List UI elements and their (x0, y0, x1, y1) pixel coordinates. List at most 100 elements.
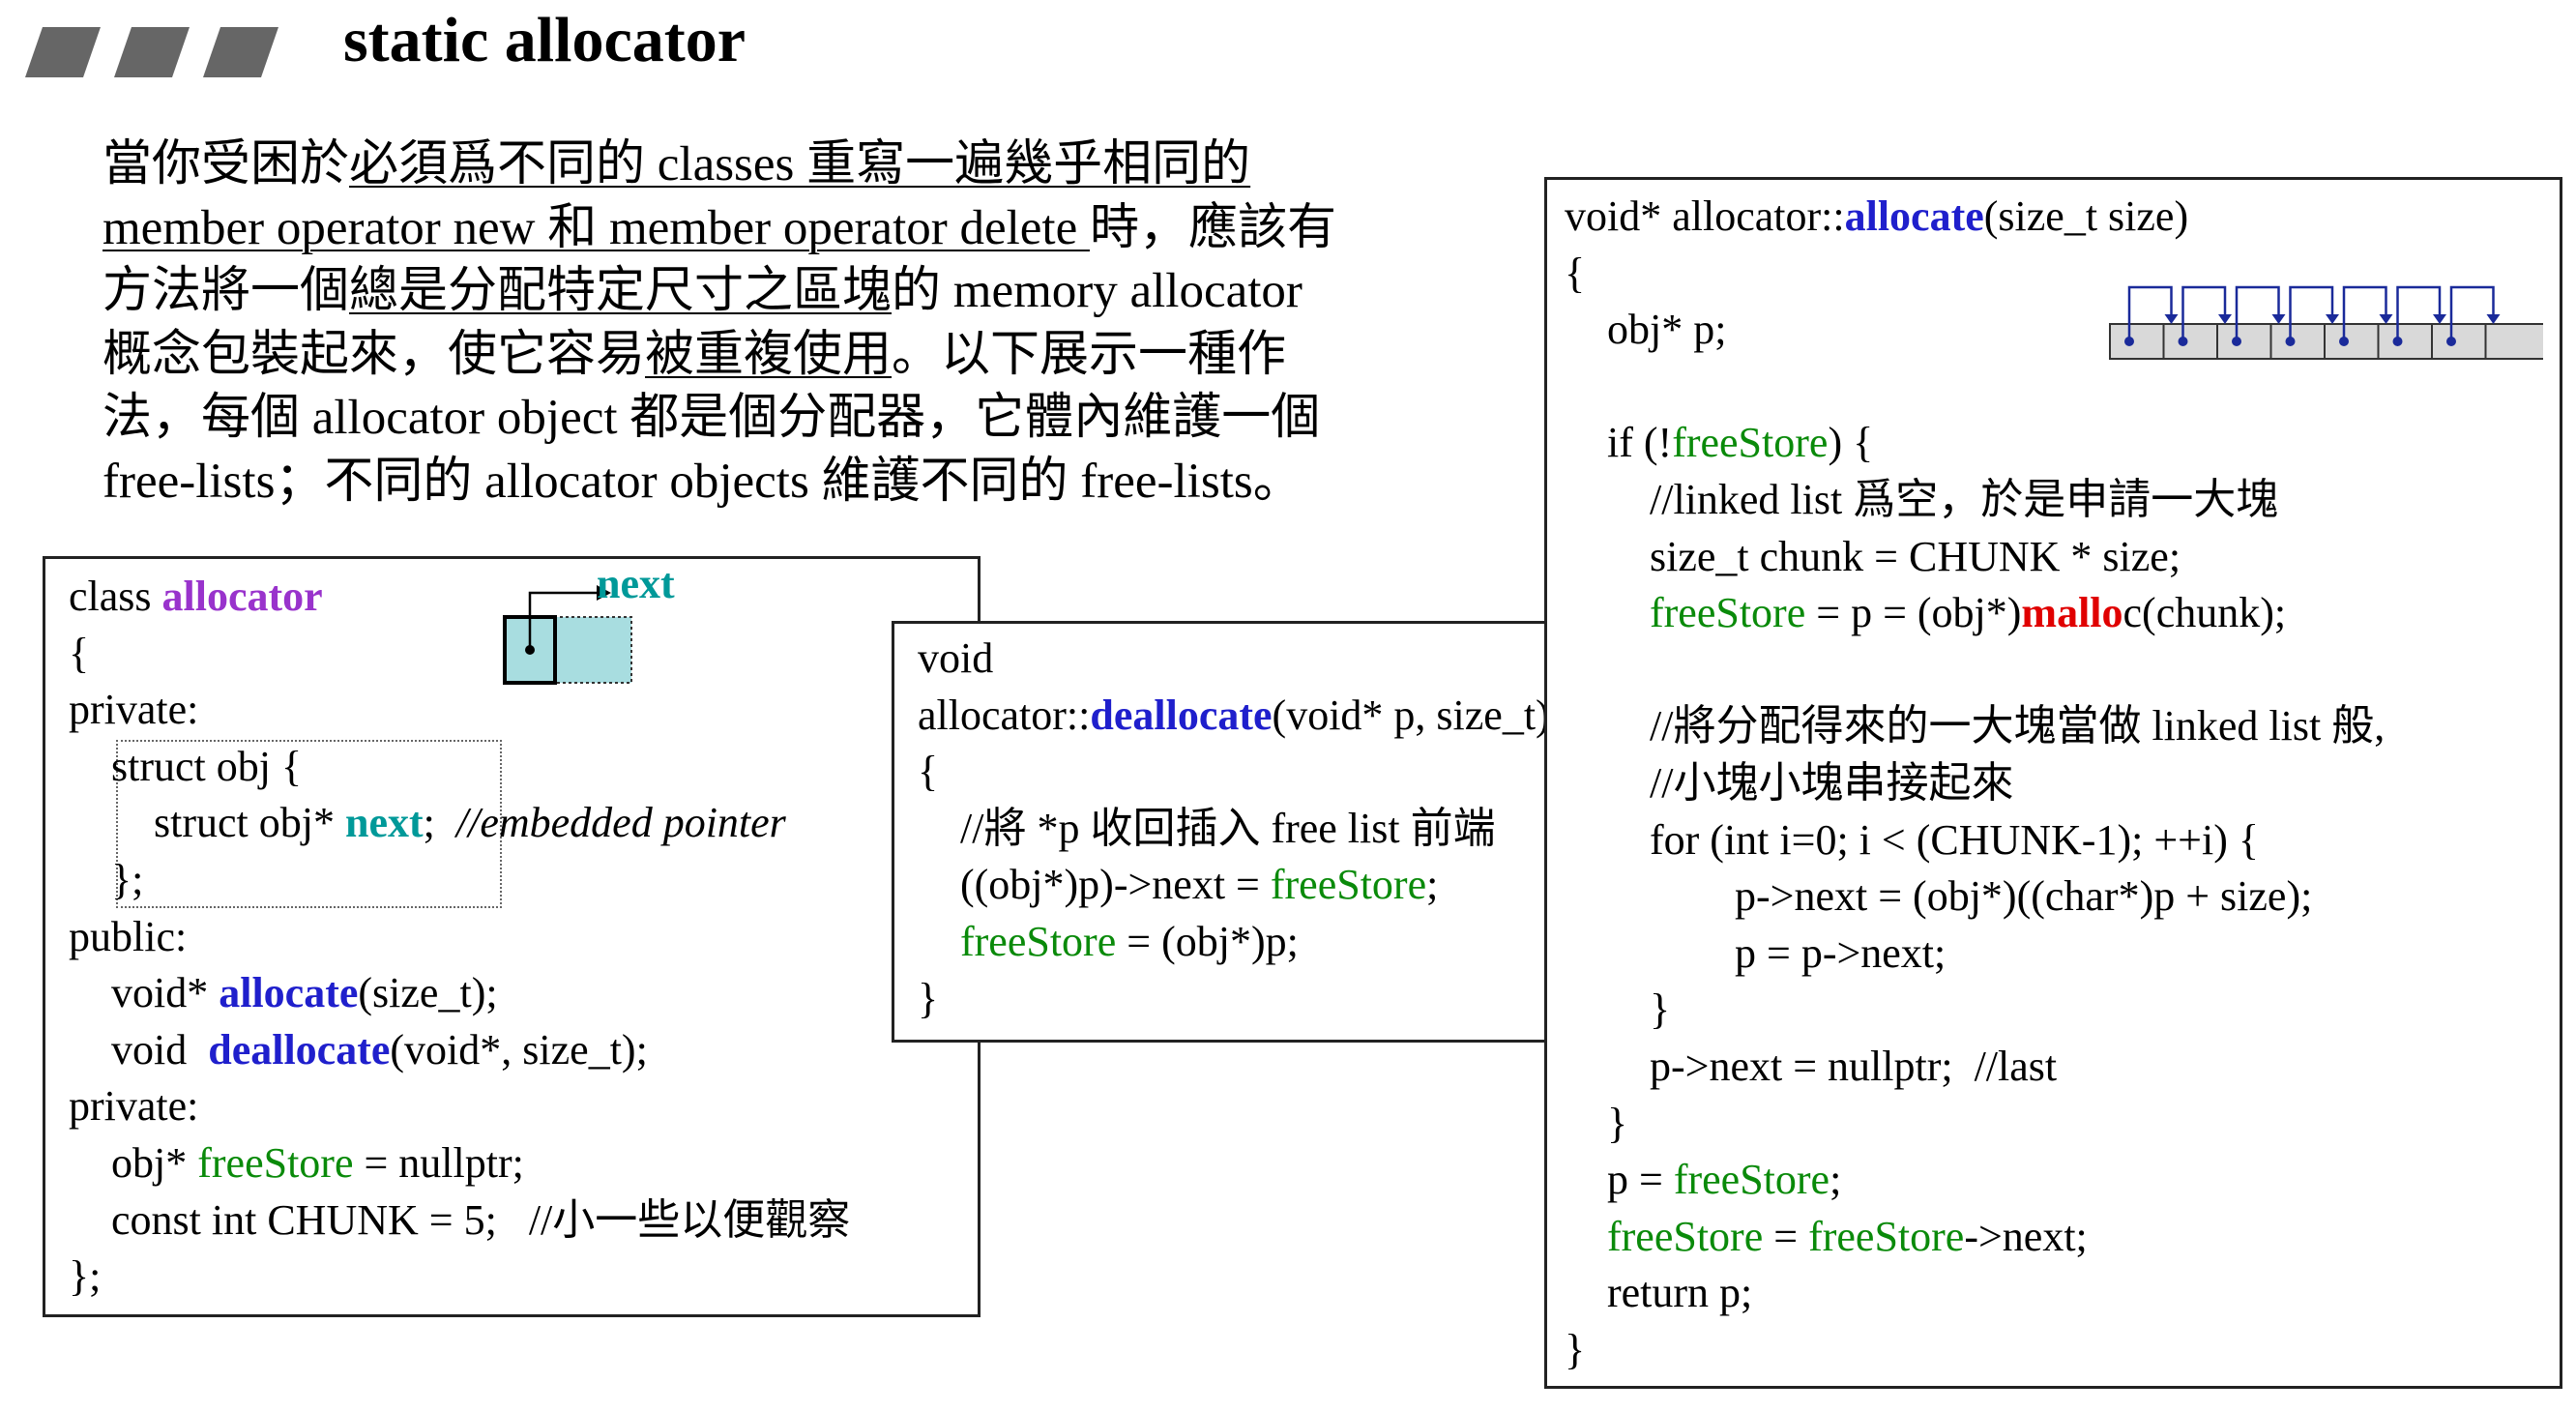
list-cell (2377, 323, 2433, 360)
text-segment: mallo (2021, 589, 2123, 637)
code-line: struct obj { (69, 739, 850, 796)
text-segment: 方法將一個 (102, 264, 350, 318)
list-arrowhead (2486, 314, 2501, 324)
code-line: //linked list 爲空，於是申請一大塊 (1565, 472, 2385, 529)
text-segment: 時，應該有 (1089, 200, 1336, 255)
text-segment: 必須爲不同的 classes 重寫一遍幾乎相同的 (349, 137, 1251, 191)
text-segment: { (918, 748, 939, 796)
code-line: allocator::deallocate(void* p, size_t) (918, 688, 1550, 745)
intro-line: 當你受困於必須爲不同的 classes 重寫一遍幾乎相同的 (102, 133, 1476, 197)
list-link-arrow (2396, 285, 2442, 341)
text-segment: if (! (1565, 419, 1673, 467)
text-segment: freeStore (1607, 1212, 1764, 1260)
list-cell (2162, 323, 2218, 360)
text-segment: 總是分配特定尺寸之區塊 (349, 264, 893, 318)
class-code: class allocator{ private: struct obj { st… (69, 569, 850, 1306)
code-line: class allocator (69, 569, 850, 626)
text-segment: freeStore (1650, 589, 1806, 637)
text-segment: void* (69, 969, 220, 1017)
text-segment: freeStore (1673, 1156, 1830, 1204)
text-segment: for (int i=0; i < (CHUNK-1); ++i) { (1565, 815, 2259, 864)
text-segment: { (1565, 249, 1586, 297)
text-segment: //將分配得來的一大塊當做 linked list 般, (1565, 702, 2386, 750)
list-arrowhead (2218, 314, 2232, 324)
code-line: private: (69, 1078, 850, 1135)
text-segment (918, 918, 960, 965)
class-definition-box: next class allocator{private: struct obj… (43, 556, 981, 1317)
code-line: } (1565, 982, 2385, 1039)
intro-line: member operator new 和 member operator de… (102, 197, 1476, 261)
text-segment: deallocate (208, 1025, 391, 1074)
list-link-arrow (2235, 285, 2280, 341)
code-line: obj* p; (1565, 302, 2385, 359)
text-segment: allocator:: (918, 691, 1091, 739)
list-arrowhead (2433, 314, 2446, 324)
text-segment: freeStore (960, 917, 1117, 965)
text-segment: 的 memory allocator (892, 264, 1303, 318)
code-line: void deallocate(void*, size_t); (69, 1022, 850, 1079)
text-segment: 法，每個 allocator object 都是個分配器，它體內維護一個 (102, 391, 1321, 445)
list-arrowhead (2164, 314, 2179, 324)
code-line: p->next = (obj*)((char*)p + size); (1565, 868, 2385, 926)
intro-line: 概念包裝起來，使它容易被重複使用。以下展示一種作 (102, 324, 1476, 388)
text-segment: obj* (69, 1138, 198, 1187)
text-segment: = p = (obj*) (1805, 589, 2022, 637)
code-line: }; (69, 852, 850, 909)
allocate-box: void* allocator::allocate(size_t size){ … (1544, 177, 2562, 1389)
text-segment: = (obj*)p; (1116, 917, 1299, 965)
text-segment: (void*, size_t); (390, 1025, 648, 1074)
free-list-diagram (2109, 285, 2543, 360)
text-segment: } (1565, 1099, 1628, 1147)
list-cell (2484, 323, 2543, 360)
code-line (1565, 642, 2385, 699)
text-segment: private: (69, 686, 199, 734)
code-line: p = freeStore; (1565, 1152, 2385, 1209)
text-segment: allocator (161, 573, 323, 620)
text-segment: public: (69, 912, 188, 960)
text-segment: return p; (1565, 1269, 1753, 1317)
text-segment: ; (1830, 1156, 1842, 1204)
text-segment: }; (69, 1252, 102, 1301)
text-segment (1565, 1213, 1607, 1260)
list-link-arrow (2289, 285, 2334, 341)
text-segment: } (918, 974, 939, 1022)
text-segment: member operator new 和 member operator de… (102, 200, 1090, 255)
list-link-arrow (2449, 285, 2495, 341)
text-segment: struct obj* (69, 799, 345, 847)
text-segment: = (1763, 1212, 1809, 1260)
code-line: void (918, 631, 1550, 688)
code-line: struct obj* next; //embedded pointer (69, 795, 850, 852)
code-line: private: (69, 682, 850, 739)
list-cell (2216, 323, 2272, 360)
text-segment (1565, 589, 1650, 636)
text-segment: 概念包裝起來，使它容易 (102, 327, 646, 382)
text-segment: (void* p, size_t) (1272, 691, 1550, 739)
text-segment: p->next = (obj*)((char*)p + size); (1565, 872, 2313, 921)
code-line: obj* freeStore = nullptr; (69, 1135, 850, 1192)
code-line: freeStore = (obj*)p; (918, 914, 1550, 971)
text-segment: (size_t size) (1983, 192, 2189, 240)
intro-line: 法，每個 allocator object 都是個分配器，它體內維護一個 (102, 387, 1476, 451)
text-segment: allocate (1844, 192, 1984, 240)
code-line: //將 *p 收回插入 free list 前端 (918, 801, 1550, 858)
code-line: }; (69, 1249, 850, 1306)
list-link-arrow (2181, 285, 2227, 341)
page-title: static allocator (343, 5, 746, 75)
text-segment: void* allocator:: (1565, 192, 1845, 240)
text-segment: void (918, 634, 994, 682)
list-link-arrow (2127, 285, 2173, 341)
text-segment: p = p->next; (1565, 928, 1947, 977)
text-segment: { (69, 629, 90, 677)
text-segment: next (344, 799, 424, 847)
text-segment: ((obj*)p)->next = (918, 861, 1271, 909)
text-segment: void (69, 1025, 209, 1074)
list-arrowhead (2379, 314, 2393, 324)
code-line: } (1565, 1096, 2385, 1153)
text-segment: private: (69, 1082, 199, 1131)
text-segment: //小塊小塊串接起來 (1565, 758, 2014, 807)
text-segment: 當你受困於 (102, 137, 350, 191)
text-segment: freeStore (1808, 1212, 1965, 1260)
